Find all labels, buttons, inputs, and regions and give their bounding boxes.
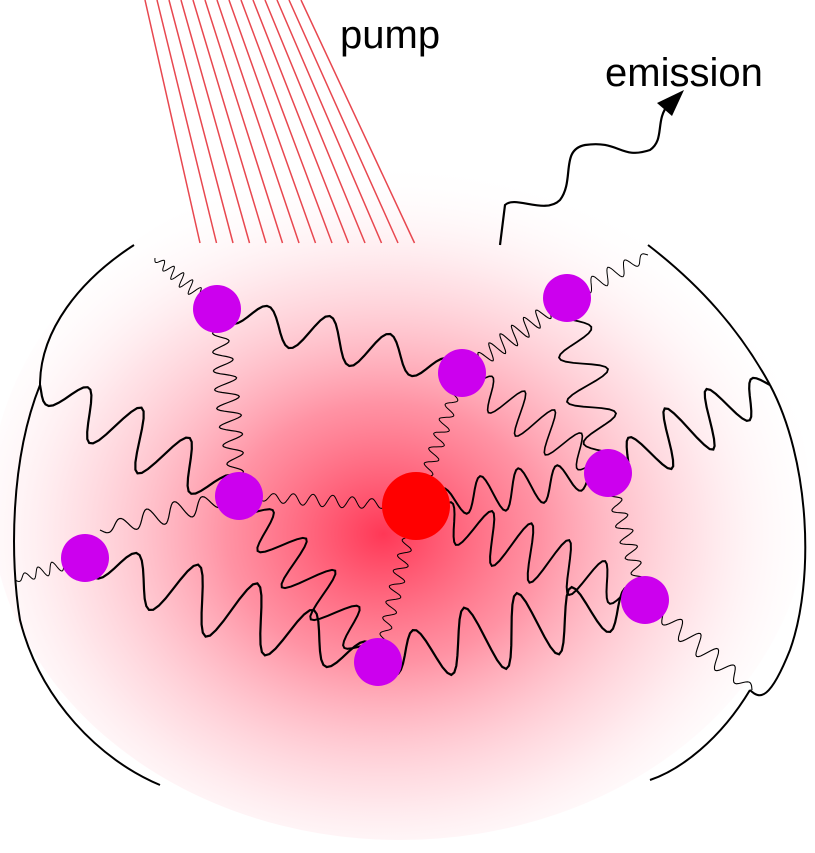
pump-beam xyxy=(144,0,416,244)
coupling-wave xyxy=(99,492,240,534)
satellite-emitter xyxy=(61,534,109,582)
pump-ray xyxy=(276,0,383,244)
pump-ray xyxy=(288,0,399,244)
coupling-wave xyxy=(415,501,646,605)
satellite-emitter xyxy=(621,576,669,624)
emission-arrow xyxy=(498,90,684,246)
satellite-emitter xyxy=(193,285,241,333)
pump-ray xyxy=(240,0,333,244)
coupling-wave xyxy=(38,384,241,497)
satellite-emitter xyxy=(584,449,632,497)
pump-label: pump xyxy=(340,13,440,57)
coupling-wave xyxy=(83,551,380,669)
pump-ray xyxy=(180,0,251,244)
cavity-boundary xyxy=(13,244,807,786)
coupling-wave xyxy=(415,464,609,515)
pump-ray xyxy=(252,0,350,244)
pump-ray xyxy=(168,0,234,244)
emission-label: emission xyxy=(605,51,763,95)
satellite-emitter xyxy=(543,274,591,322)
central-emitter xyxy=(382,472,450,540)
pump-ray xyxy=(216,0,300,244)
coupling-wave xyxy=(377,585,646,677)
emitters xyxy=(61,274,669,686)
satellite-emitter xyxy=(438,349,486,397)
satellite-emitter xyxy=(354,638,402,686)
pump-ray xyxy=(264,0,366,244)
pump-ray xyxy=(204,0,284,244)
coupling-wave xyxy=(607,376,771,482)
satellite-emitter xyxy=(215,472,263,520)
coupling-wave xyxy=(235,495,382,663)
pump-ray xyxy=(156,0,218,244)
coupling-wave xyxy=(216,304,463,378)
pump-ray xyxy=(228,0,317,244)
coupling-wave xyxy=(461,373,609,473)
coupling-wave xyxy=(211,308,245,497)
pump-ray xyxy=(192,0,267,244)
pump-ray xyxy=(144,0,201,244)
pump-ray xyxy=(300,0,416,244)
coupling-wave xyxy=(557,297,618,474)
